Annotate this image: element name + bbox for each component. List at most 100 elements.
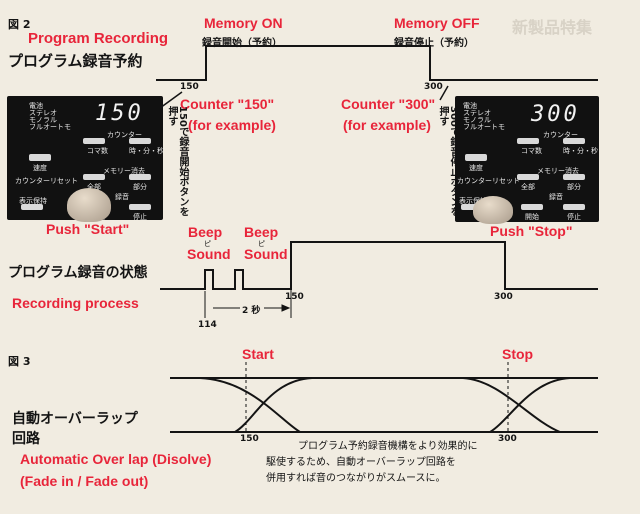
panel-label: コマ数: [87, 147, 108, 155]
start-label: Start: [242, 346, 274, 362]
tick-150-mid: 150: [285, 292, 304, 302]
counter-300-sub: (for example): [343, 117, 431, 133]
stop-label: Stop: [502, 346, 534, 362]
panel-label: 全部: [521, 183, 535, 191]
recorder-panel-start: 電池 ステレオ モノラル フルオートモ 150 カウンター コマ数 時・分・秒 …: [7, 96, 164, 222]
tick-150-fig3: 150: [240, 434, 259, 444]
panel-label: 停止: [567, 213, 581, 221]
frames-button: [517, 138, 539, 144]
beep-pi-1: ピ: [204, 240, 211, 248]
frames-button: [83, 138, 105, 144]
counter-display-300: 300: [531, 102, 580, 127]
hold-button: [21, 204, 43, 210]
panel-label: カウンターリセット: [15, 177, 78, 185]
overlap-circuit-jp-2: 回路: [12, 431, 40, 447]
overlap-circuit-en-2: (Fade in / Fade out): [20, 473, 149, 489]
recording-state-jp: プログラム録音の状態: [8, 265, 148, 281]
panel-label: 録音: [549, 193, 563, 201]
description-line-2: 駆使するため、自動オーバーラップ回路を: [266, 457, 456, 468]
fig3-label: 図 3: [8, 355, 31, 368]
recording-waveform: [160, 241, 598, 290]
panel-label: メモリー消去: [103, 167, 145, 175]
program-recording-title: Program Recording: [28, 30, 169, 47]
memory-off-label: Memory OFF: [394, 15, 480, 31]
pressing-finger: [473, 196, 513, 224]
stop-button: [129, 204, 151, 210]
background-heading: 新製品特集: [512, 18, 593, 37]
start-note-jp: 150で録音開始ボタンを押す: [166, 106, 188, 217]
panel-label: メモリー消去: [537, 167, 579, 175]
panel-label: 時・分・秒: [129, 147, 164, 155]
clear-all-button: [517, 174, 539, 180]
start-button: [521, 204, 543, 210]
pressing-finger: [67, 188, 111, 222]
memory-waveform: [156, 45, 598, 81]
speed-button: [29, 154, 51, 161]
sound-label-1: Sound: [187, 246, 231, 262]
panel-side-label: ステレオ: [29, 109, 57, 117]
panel-label: 速度: [469, 164, 483, 172]
tick-150-top: 150: [180, 82, 199, 92]
tick-300-mid: 300: [494, 292, 513, 302]
overlap-circuit-en-1: Automatic Over lap (Disolve): [20, 451, 212, 467]
panel-side-label: モノラル: [463, 116, 491, 124]
arrow-stop: [439, 85, 449, 101]
clear-all-button: [83, 174, 105, 180]
counter-display-150: 150: [95, 101, 144, 126]
panel-side-label: フルオートモ: [29, 123, 71, 131]
stop-button: [563, 204, 585, 210]
sound-label-2: Sound: [244, 246, 288, 262]
fade-out-curve-2: [462, 377, 561, 433]
memory-on-jp: 録音開始（予約）: [202, 38, 282, 49]
time-button: [129, 138, 151, 144]
beep-label-1: Beep: [188, 224, 223, 240]
panel-label: カウンター: [107, 131, 142, 139]
panel-label: 停止: [133, 213, 147, 221]
push-start-label: Push "Start": [46, 221, 130, 237]
panel-side-label: モノラル: [29, 116, 57, 124]
panel-side-label: 電池: [463, 102, 477, 110]
hold-button: [461, 204, 483, 210]
description-line-3: 併用すれば音のつながりがスムースに。: [266, 473, 446, 484]
panel-label: カウンター: [543, 131, 578, 139]
panel-label: 表示保持: [459, 197, 487, 205]
arrowhead: [281, 304, 291, 312]
panel-label: 表示保持: [19, 197, 47, 205]
arrow-start: [159, 91, 183, 109]
tick-114: 114: [198, 320, 217, 330]
description-line-1: プログラム予約録音機構をより効果的に: [298, 441, 478, 452]
panel-side-label: 電池: [29, 102, 43, 110]
fade-in-curve-2: [489, 377, 571, 433]
panel-side-label: フルオートモ: [463, 123, 505, 131]
panel-label: 録音: [115, 193, 129, 201]
tick-300-top: 300: [424, 82, 443, 92]
memory-off-jp: 録音停止（予約）: [394, 38, 474, 49]
clear-part-button: [129, 174, 151, 180]
beep-label-2: Beep: [244, 224, 279, 240]
panel-label: 部分: [567, 183, 581, 191]
push-stop-label: Push "Stop": [490, 223, 573, 239]
fig2-label: 図 2: [8, 18, 31, 31]
memory-on-label: Memory ON: [204, 15, 283, 31]
recording-process-label: Recording process: [12, 295, 139, 311]
fade-out-curve-1: [199, 377, 301, 433]
fade-in-curve-1: [234, 377, 313, 433]
panel-label: 開始: [525, 213, 539, 221]
counter-150-sub: (for example): [188, 117, 276, 133]
program-recording-title-jp: プログラム録音予約: [8, 52, 143, 70]
tick-300-fig3: 300: [498, 434, 517, 444]
speed-button: [465, 154, 487, 161]
beep-pi-2: ピ: [258, 240, 265, 248]
panel-label: 全部: [87, 183, 101, 191]
two-seconds-label: 2 秒: [242, 306, 261, 316]
panel-label: コマ数: [521, 147, 542, 155]
recorder-panel-stop: 電池 ステレオ モノラル フルオートモ 300 カウンター コマ数 時・分・秒 …: [455, 96, 599, 224]
clear-part-button: [563, 174, 585, 180]
panel-label: 部分: [133, 183, 147, 191]
overlap-circuit-jp-1: 自動オーバーラップ: [12, 411, 138, 427]
panel-label: カウンターリセット: [457, 177, 520, 185]
panel-side-label: ステレオ: [463, 109, 491, 117]
counter-150-label: Counter "150": [180, 96, 275, 112]
panel-label: 速度: [33, 164, 47, 172]
